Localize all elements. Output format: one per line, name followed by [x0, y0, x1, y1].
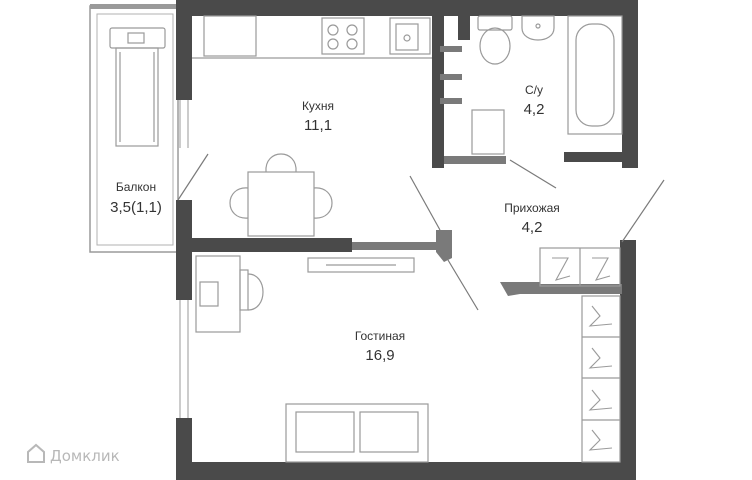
kitchen-label: Кухня	[302, 99, 334, 113]
balcony-area-value: 3,5(1,1)	[110, 199, 162, 216]
watermark-text: Домклик	[50, 447, 120, 465]
hallway-label: Прихожая	[504, 201, 560, 215]
hallway-area: 4,2	[522, 219, 543, 236]
washing-machine	[471, 109, 505, 155]
tv-stand	[307, 257, 415, 273]
bathtub	[567, 15, 623, 135]
washbasin	[521, 15, 555, 41]
hanger-icons	[552, 257, 613, 451]
sofa	[285, 403, 429, 463]
bathroom-label: С/у	[525, 83, 543, 97]
kitchen-area: 11,1	[304, 117, 332, 134]
balcony-area	[89, 4, 180, 253]
home-logo-icon	[27, 443, 45, 463]
toilet	[477, 15, 513, 65]
dining-table	[229, 153, 333, 237]
window-kitchen	[179, 100, 189, 148]
bathroom-area: 4,2	[524, 101, 545, 118]
watermark: Домклик	[27, 443, 120, 465]
window-living	[179, 300, 189, 418]
living-room-area: 16,9	[365, 347, 394, 364]
balcony-label: Балкон	[116, 180, 156, 194]
desk	[195, 255, 264, 333]
kitchen-counter	[192, 15, 432, 59]
treadmill	[109, 27, 166, 147]
wardrobe	[539, 247, 621, 463]
outer-walls	[176, 0, 638, 480]
interior-partitions	[176, 46, 624, 296]
doors	[177, 153, 665, 311]
living-room-label: Гостиная	[355, 329, 405, 343]
